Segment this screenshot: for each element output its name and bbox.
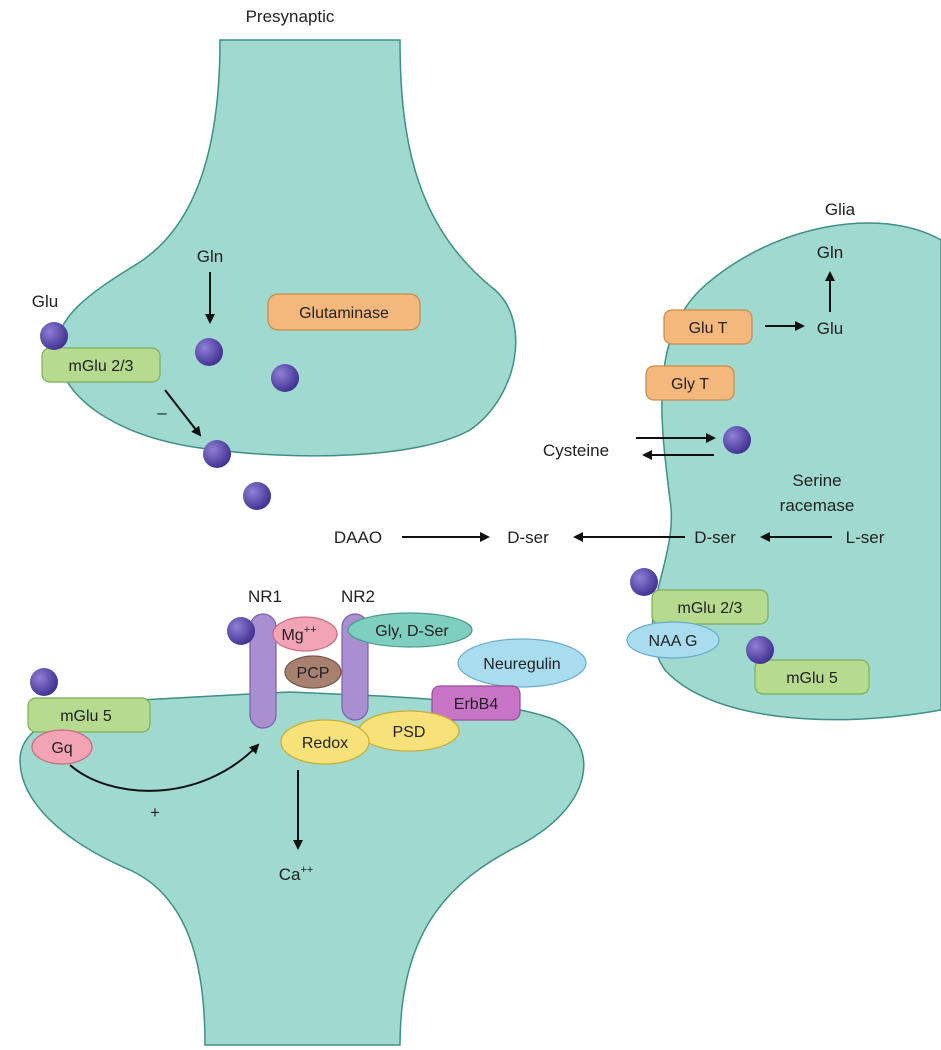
redox-ellipse: Redox [280,719,370,765]
glu-pre-label: Glu [32,292,58,311]
naag-ellipse: NAA G [626,621,720,659]
redox-text: Redox [302,735,348,752]
glu-molecule-pre-receptor [40,322,68,350]
naag-text: NAA G [649,633,698,650]
mglu5-glia-text: mGlu 5 [786,670,838,687]
pcp-ellipse: PCP [284,655,342,689]
presynaptic-terminal [55,39,517,457]
dser-glia-label: D-ser [694,528,736,547]
glu-glia-label: Glu [817,319,843,338]
gly-dser-text: Gly, D-Ser [375,623,449,640]
nr1-label: NR1 [248,587,282,606]
glu-t-box: Glu T [663,309,753,345]
gln-pre-label: Gln [197,247,223,266]
glu-molecule-post [30,668,58,696]
nr2-label: NR2 [341,587,375,606]
postsynaptic-terminal [19,691,585,1046]
mglu5-post-box: mGlu 5 [27,697,151,733]
glu-t-text: Glu T [689,320,728,337]
mg-text: Mg++ [281,624,316,644]
molecule-2 [271,364,299,392]
mglu23-pre-box: mGlu 2/3 [41,347,161,383]
glia-label: Glia [825,200,856,219]
mglu23-glia-text: mGlu 2/3 [678,600,743,617]
glutaminase-box: Glutaminase [267,293,421,331]
pcp-text: PCP [297,665,330,682]
gln-glia-label: Gln [817,243,843,262]
glia-receptor-molecule-1 [630,568,658,596]
molecule-3 [203,440,231,468]
minus-sign: – [157,403,167,422]
glutaminase-text: Glutaminase [299,305,389,322]
gly-t-text: Gly T [671,376,709,393]
lser-label: L-ser [846,528,885,547]
erbb4-box: ErbB4 [431,685,521,721]
nr1-subunit [249,613,277,729]
molecule-1 [195,338,223,366]
neuregulin-text: Neuregulin [483,656,560,673]
gq-ellipse: Gq [31,729,93,765]
daao-label: DAAO [334,528,382,547]
plus-sign: + [150,803,160,822]
glia-molecule [723,426,751,454]
mglu5-glia-box: mGlu 5 [754,659,870,695]
nr1-glu-molecule [227,617,255,645]
mglu23-pre-text: mGlu 2/3 [69,358,134,375]
neuregulin-ellipse: Neuregulin [457,638,587,688]
mglu23-glia-box: mGlu 2/3 [651,589,769,625]
gly-t-box: Gly T [645,365,735,401]
presynaptic-label: Presynaptic [246,7,335,26]
psd-ellipse: PSD [358,710,460,752]
gq-text: Gq [51,740,72,757]
serine-racemase-label-2: racemase [780,496,855,515]
cysteine-label: Cysteine [543,441,609,460]
ca-label: Ca++ [279,864,314,884]
mg-ellipse: Mg++ [272,616,338,652]
molecule-4 [243,482,271,510]
mglu5-post-text: mGlu 5 [60,708,112,725]
gly-dser-ellipse: Gly, D-Ser [347,612,473,648]
gq-activation-arrow [69,743,260,792]
inhibition-arrow [164,389,202,437]
serine-racemase-label-1: Serine [792,471,841,490]
erbb4-text: ErbB4 [454,696,499,713]
dser-cleft-label: D-ser [507,528,549,547]
psd-text: PSD [393,724,426,741]
glia-receptor-molecule-2 [746,636,774,664]
